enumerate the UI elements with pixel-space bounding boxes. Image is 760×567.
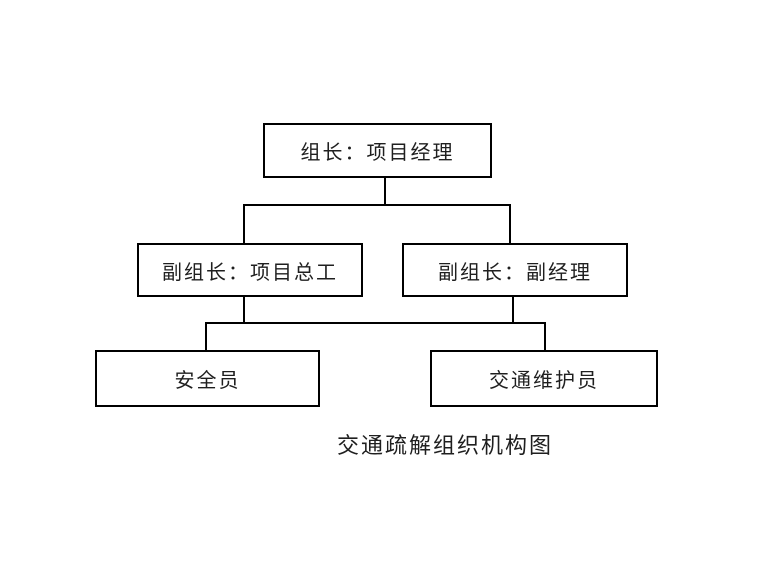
org-node-deputy-manager-label: 副组长：副经理	[438, 261, 592, 284]
org-node-traffic-maintainer: 交通维护员	[430, 350, 658, 407]
org-node-deputy-chief-engineer-label: 副组长：项目总工	[162, 261, 338, 284]
org-node-traffic-maintainer-label: 交通维护员	[489, 370, 599, 392]
org-node-safety-officer: 安全员	[95, 350, 320, 407]
org-node-leader-label: 组长：项目经理	[300, 142, 455, 164]
org-node-deputy-chief-engineer: 副组长：项目总工	[137, 243, 363, 297]
org-node-deputy-manager: 副组长：副经理	[402, 243, 628, 297]
org-node-leader: 组长：项目经理	[263, 123, 492, 178]
org-node-safety-officer-label: 安全员	[174, 370, 241, 392]
chart-caption: 交通疏解组织机构图	[336, 433, 553, 458]
